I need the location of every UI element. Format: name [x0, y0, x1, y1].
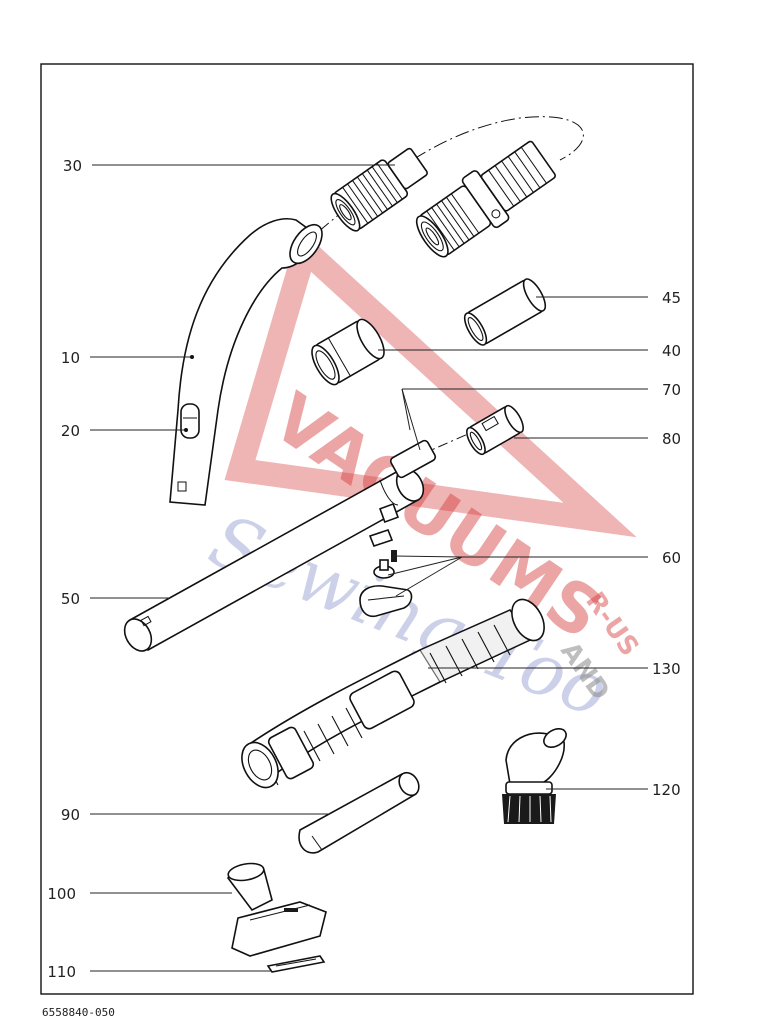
- part-50-tube: [123, 439, 437, 652]
- label-80: 80: [662, 430, 681, 448]
- part-120-brush: [502, 728, 567, 824]
- leader-dot-20: [184, 428, 188, 432]
- part-100-upholstery: [227, 862, 327, 957]
- label-100: 100: [47, 885, 76, 903]
- label-30: 30: [63, 157, 82, 175]
- part-45-sleeve: [463, 278, 547, 346]
- label-120: 120: [652, 781, 681, 799]
- leader-60a: [393, 555, 463, 558]
- drawing-code: 6558840-050: [42, 1006, 115, 1019]
- leader-70b: [401, 388, 411, 431]
- label-90: 90: [61, 806, 80, 824]
- label-45: 45: [662, 289, 681, 307]
- leader-70a: [401, 388, 421, 451]
- label-40: 40: [662, 342, 681, 360]
- part-80-coupling: [466, 404, 524, 456]
- leader-60b: [387, 556, 463, 576]
- label-110: 110: [47, 963, 76, 981]
- part-20-slide: [180, 403, 200, 439]
- label-20: 20: [61, 422, 80, 440]
- part-40-adapter: [311, 318, 385, 386]
- label-60: 60: [662, 549, 681, 567]
- part-90-crevice: [298, 771, 420, 854]
- label-50: 50: [61, 590, 80, 608]
- part-110-thread-lifter: [266, 955, 326, 973]
- label-130: 130: [652, 660, 681, 678]
- leader-60c: [395, 556, 463, 597]
- part-30-connectors: [330, 140, 556, 258]
- part-130-hose: [241, 598, 545, 789]
- leader-dot-10: [190, 355, 194, 359]
- label-10: 10: [61, 349, 80, 367]
- label-70: 70: [662, 381, 681, 399]
- part-10-handle: [169, 218, 323, 506]
- assembly-line-tube: [419, 419, 501, 456]
- part-60-fasteners: [359, 503, 413, 618]
- diagram-frame: [40, 63, 694, 995]
